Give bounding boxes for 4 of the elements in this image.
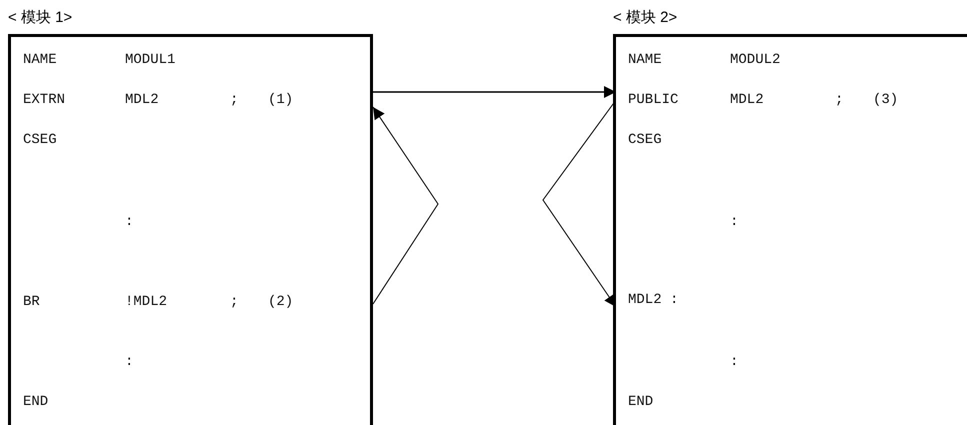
- module-heading: < 模块 1>: [8, 9, 72, 27]
- arrow: [373, 86, 616, 98]
- arrow: [372, 106, 439, 304]
- module-heading: < 模块 2>: [613, 9, 678, 27]
